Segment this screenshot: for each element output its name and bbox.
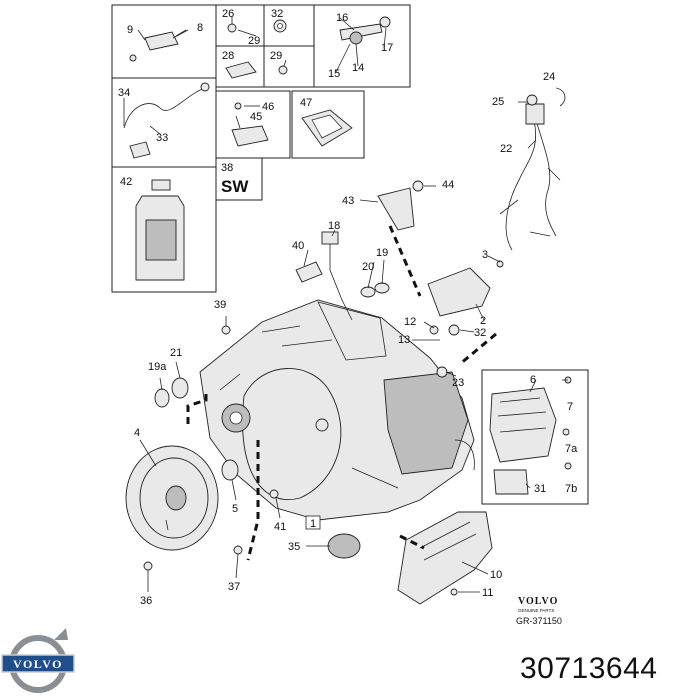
reference-code: GR-371150 (516, 616, 562, 626)
part-labels: 8 9 26 29 32 16 17 15 14 28 29 34 33 46 … (118, 8, 578, 607)
transmission-housing (199, 299, 475, 521)
label-1: 1 (310, 518, 316, 530)
label-21: 21 (170, 347, 182, 359)
valve-body-parts (377, 180, 504, 317)
label-16: 16 (336, 12, 348, 24)
label-47: 47 (300, 97, 312, 109)
label-26: 26 (222, 8, 234, 20)
label-17: 17 (381, 42, 393, 54)
label-2: 2 (480, 315, 486, 327)
small-parts (143, 231, 460, 571)
label-46: 46 (262, 101, 274, 113)
label-33: 33 (156, 132, 168, 144)
part-number: 30713644 (520, 652, 658, 685)
brand-subtext: GENUINE PARTS (518, 608, 554, 613)
label-22: 22 (500, 143, 512, 155)
label-39: 39 (214, 299, 226, 311)
label-24: 24 (543, 71, 555, 83)
label-13: 13 (398, 334, 410, 346)
dashed-connectors (186, 225, 497, 561)
label-14: 14 (352, 62, 364, 74)
label-34: 34 (118, 87, 130, 99)
label-15: 15 (328, 68, 340, 80)
brand-text: VOLVO (518, 596, 558, 607)
torque-converter (125, 445, 219, 551)
label-32: 32 (271, 8, 283, 20)
label-42: 42 (120, 176, 132, 188)
label-29b: 29 (270, 50, 282, 62)
wiring-harness (454, 87, 566, 471)
label-25: 25 (492, 96, 504, 108)
label-7b: 7b (565, 483, 577, 495)
label-10: 10 (490, 569, 502, 581)
oil-pan (397, 511, 493, 605)
label-19a: 19a (148, 361, 167, 373)
label-43: 43 (342, 195, 354, 207)
label-37: 37 (228, 581, 240, 593)
label-35: 35 (288, 541, 300, 553)
label-23: 23 (452, 377, 464, 389)
right-inset (481, 369, 589, 505)
label-18: 18 (328, 220, 340, 232)
label-19: 19 (376, 247, 388, 259)
label-7: 7 (567, 401, 573, 413)
label-38: 38 (221, 162, 233, 174)
label-29: 29 (248, 35, 260, 47)
logo-text: VOLVO (13, 657, 63, 671)
label-31: 31 (534, 483, 546, 495)
label-44: 44 (442, 179, 454, 191)
volvo-logo: VOLVO (1, 628, 75, 693)
label-9: 9 (127, 24, 133, 36)
label-4: 4 (134, 427, 140, 439)
label-45: 45 (250, 111, 262, 123)
sw-label: SW (221, 177, 249, 196)
label-8: 8 (197, 22, 203, 34)
label-40: 40 (292, 240, 304, 252)
diagram-brand-block: VOLVO GENUINE PARTS GR-371150 (516, 596, 562, 626)
label-5: 5 (232, 503, 238, 515)
leader-lines (123, 16, 568, 593)
label-36: 36 (140, 595, 152, 607)
label-20: 20 (362, 261, 374, 273)
label-32b: 32 (474, 327, 486, 339)
label-28: 28 (222, 50, 234, 62)
label-6: 6 (530, 374, 536, 386)
label-11: 11 (482, 587, 493, 599)
label-3: 3 (482, 249, 488, 261)
label-12: 12 (404, 316, 416, 328)
label-7a: 7a (565, 443, 578, 455)
label-41: 41 (274, 521, 286, 533)
inset-parts (123, 16, 391, 281)
